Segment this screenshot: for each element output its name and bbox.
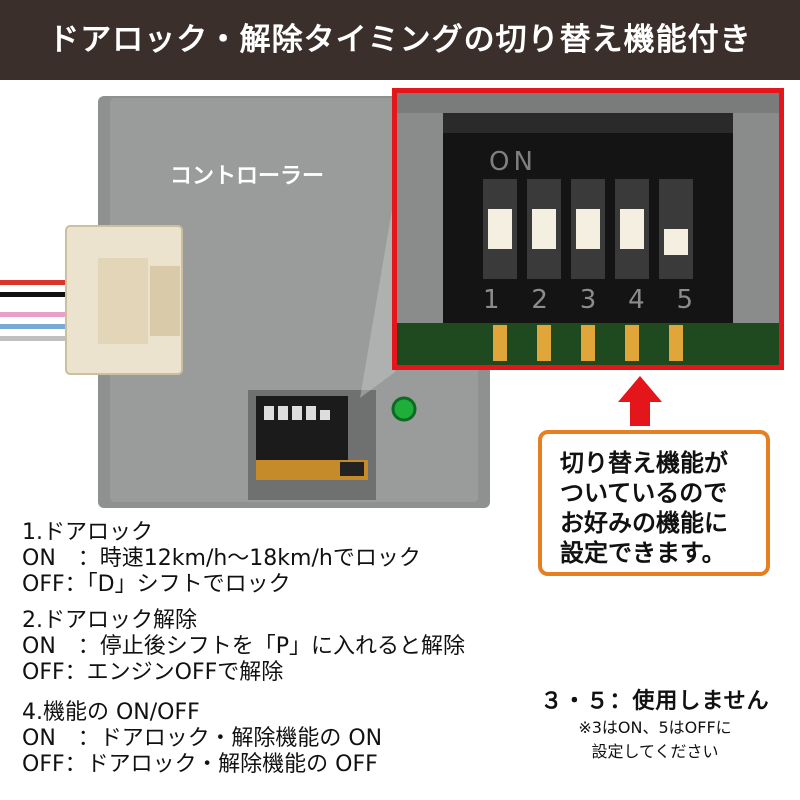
dip-number: 5	[676, 285, 693, 315]
setting-1: 1.ドアロック ON ：時速12km/h～18km/hでロック OFF：「D」シ…	[22, 520, 421, 598]
dip-number: 2	[531, 285, 548, 315]
controller-label: コントローラー	[170, 164, 325, 189]
callout-line: 切り替え機能が	[560, 449, 728, 477]
setting-heading: 4.機能の ON/OFF	[22, 700, 200, 725]
unused-note: ３・５：使用しません ※3はON、5はOFFに 設定してください	[520, 688, 790, 764]
dip-switch-zoom: ON 1 2 3 4 5	[392, 88, 784, 370]
setting-line: ON ：時速12km/h～18km/hでロック	[22, 546, 421, 571]
unused-line: ※3はON、5はOFFに	[578, 718, 732, 737]
callout-line: 設定できます。	[560, 539, 726, 567]
setting-2: 2.ドアロック解除 ON ：停止後シフトを「P」に入れると解除 OFF：エンジン…	[22, 608, 465, 686]
banner-title: ドアロック・解除タイミングの切り替え機能付き	[48, 22, 752, 58]
arrow-up-icon	[618, 376, 662, 426]
setting-line: OFF：エンジンOFFで解除	[22, 660, 284, 685]
wires	[0, 280, 80, 341]
connector	[65, 225, 183, 375]
banner: ドアロック・解除タイミングの切り替え機能付き	[0, 0, 800, 80]
setting-line: OFF：「D」シフトでロック	[22, 572, 291, 597]
dip-on-label: ON	[489, 147, 537, 177]
dip-number: 3	[579, 285, 597, 315]
setting-heading: 1.ドアロック	[22, 520, 153, 545]
dip-switch-zoom-art	[397, 93, 779, 365]
dip-number: 1	[483, 285, 500, 315]
dip-switch-small	[248, 390, 376, 500]
dip-number: 4	[628, 285, 645, 315]
led-indicator	[391, 396, 417, 422]
dip-number-row: 1 2 3 4 5	[483, 285, 693, 315]
setting-4: 4.機能の ON/OFF ON ：ドアロック・解除機能の ON OFF：ドアロッ…	[22, 700, 382, 778]
unused-line: 設定してください	[591, 742, 719, 761]
callout-line: ついているので	[560, 479, 728, 507]
setting-line: ON ：停止後シフトを「P」に入れると解除	[22, 634, 466, 659]
setting-line: ON ：ドアロック・解除機能の ON	[22, 726, 383, 751]
unused-heading: ３・５：使用しません	[540, 689, 770, 714]
setting-heading: 2.ドアロック解除	[22, 608, 197, 633]
callout-box: 切り替え機能が ついているので お好みの機能に 設定できます。	[538, 430, 770, 576]
setting-line: OFF：ドアロック・解除機能の OFF	[22, 752, 378, 777]
callout-line: お好みの機能に	[560, 509, 728, 537]
